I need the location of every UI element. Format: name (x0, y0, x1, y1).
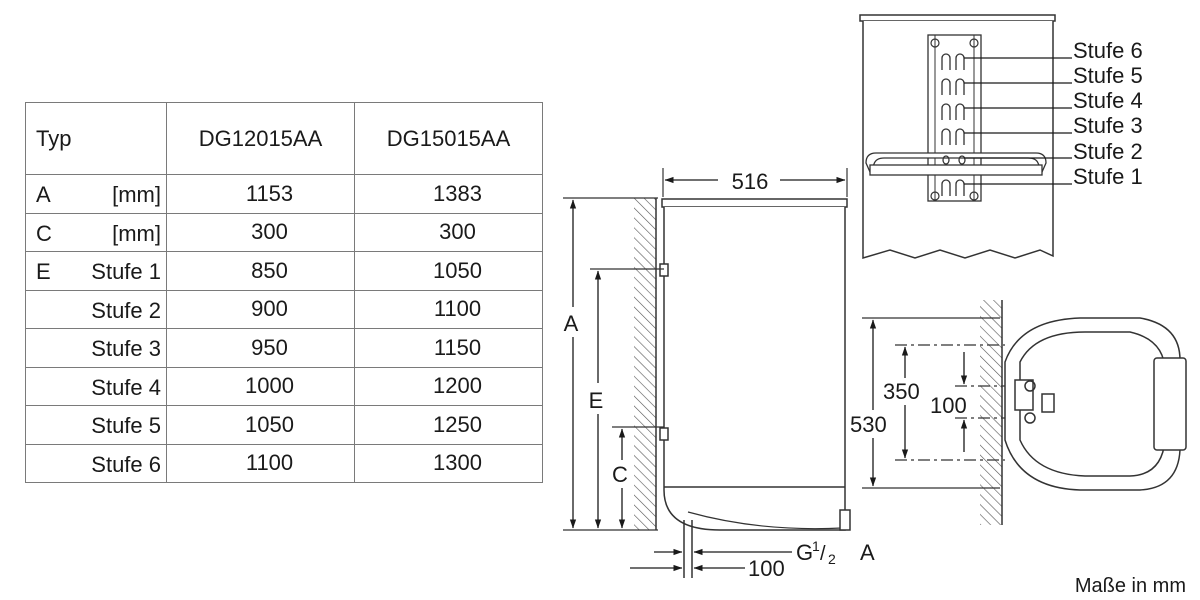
value-model-2: 1100 (433, 296, 482, 322)
wall-hatch (634, 198, 656, 530)
table-row: C [mm] 300 300 (25, 212, 543, 252)
header-model-2: DG15015AA (354, 102, 543, 175)
dimension-c: C (612, 426, 664, 529)
dimension-a: A (563, 197, 658, 531)
row-label: Stufe 6 (91, 451, 161, 477)
row-label: Stufe 2 (91, 297, 161, 323)
top-view: 530 350 100 (850, 300, 1187, 525)
label-516: 516 (732, 169, 769, 194)
dimension-table: Typ DG12015AA DG15015AA A[mm] 1153 1383 … (25, 102, 543, 483)
value-model-2: 1050 (433, 257, 482, 283)
row-label: [mm] (112, 220, 161, 246)
header-typ: Typ (36, 126, 72, 151)
label-connection-suffix: A (860, 540, 875, 565)
value-model-2: 1200 (433, 373, 482, 399)
label-100-bottom: 100 (748, 556, 785, 581)
label-frac-num: 1 (812, 538, 820, 554)
side-view: 516 A E C G 1 / (563, 168, 875, 581)
value-model-1: 1050 (245, 411, 294, 437)
value-model-1: 1000 (245, 373, 294, 399)
connection-annotation: G 1 / 2 A (654, 538, 875, 567)
table-row: Stufe 6 1100 1300 (25, 443, 543, 483)
row-prefix: C (36, 220, 52, 246)
value-model-1: 850 (251, 257, 288, 283)
bracket-view: Stufe 6 Stufe 5 Stufe 4 Stufe 3 Stufe 2 … (859, 14, 1143, 260)
value-model-2: 300 (439, 219, 476, 245)
value-model-2: 1300 (433, 450, 482, 476)
value-model-1: 1100 (245, 450, 294, 476)
boiler-top-outline (1004, 317, 1187, 491)
label-530: 530 (850, 412, 887, 437)
boiler-body (659, 198, 851, 578)
label-e: E (589, 388, 604, 413)
level-label: Stufe 1 (1073, 164, 1143, 189)
row-label: [mm] (112, 182, 161, 207)
value-model-1: 1153 (245, 180, 294, 206)
dimension-e: E (589, 268, 664, 529)
wall-hatch-top (980, 300, 1002, 525)
value-model-1: 950 (251, 334, 288, 360)
dimension-width: 516 (662, 168, 848, 197)
value-model-1: 900 (251, 296, 288, 322)
row-label: Stufe 5 (91, 413, 161, 438)
table-row: Stufe 5 1050 1250 (25, 405, 543, 445)
value-model-2: 1250 (433, 411, 482, 437)
header-model-1: DG12015AA (166, 102, 355, 175)
units-note: Maße in mm (1075, 575, 1186, 597)
row-prefix: E (36, 259, 51, 284)
header-typ-cell: Typ (25, 102, 167, 175)
row-prefix: A (36, 182, 51, 207)
dimension-bottom-100: 100 (630, 556, 785, 581)
value-model-2: 1383 (433, 180, 482, 206)
table-row: Stufe 2 900 1100 (25, 289, 543, 329)
label-100-top: 100 (930, 393, 967, 418)
label-c: C (612, 462, 628, 487)
value-model-2: 1150 (433, 334, 482, 360)
label-frac-den: 2 (828, 551, 836, 567)
level-label: Stufe 3 (1073, 113, 1143, 138)
level-label: Stufe 5 (1073, 63, 1143, 88)
label-frac-slash: / (820, 543, 826, 565)
level-label: Stufe 6 (1073, 38, 1143, 63)
label-350: 350 (883, 379, 920, 404)
row-label: Stufe 1 (91, 259, 161, 284)
table-header-row: Typ DG12015AA DG15015AA (25, 102, 543, 175)
label-a: A (564, 311, 579, 336)
level-label: Stufe 4 (1073, 88, 1143, 113)
row-label: Stufe 4 (91, 374, 161, 400)
label-g: G (796, 540, 813, 565)
row-label: Stufe 3 (91, 336, 161, 361)
value-model-1: 300 (251, 219, 288, 245)
level-label: Stufe 2 (1073, 139, 1143, 164)
